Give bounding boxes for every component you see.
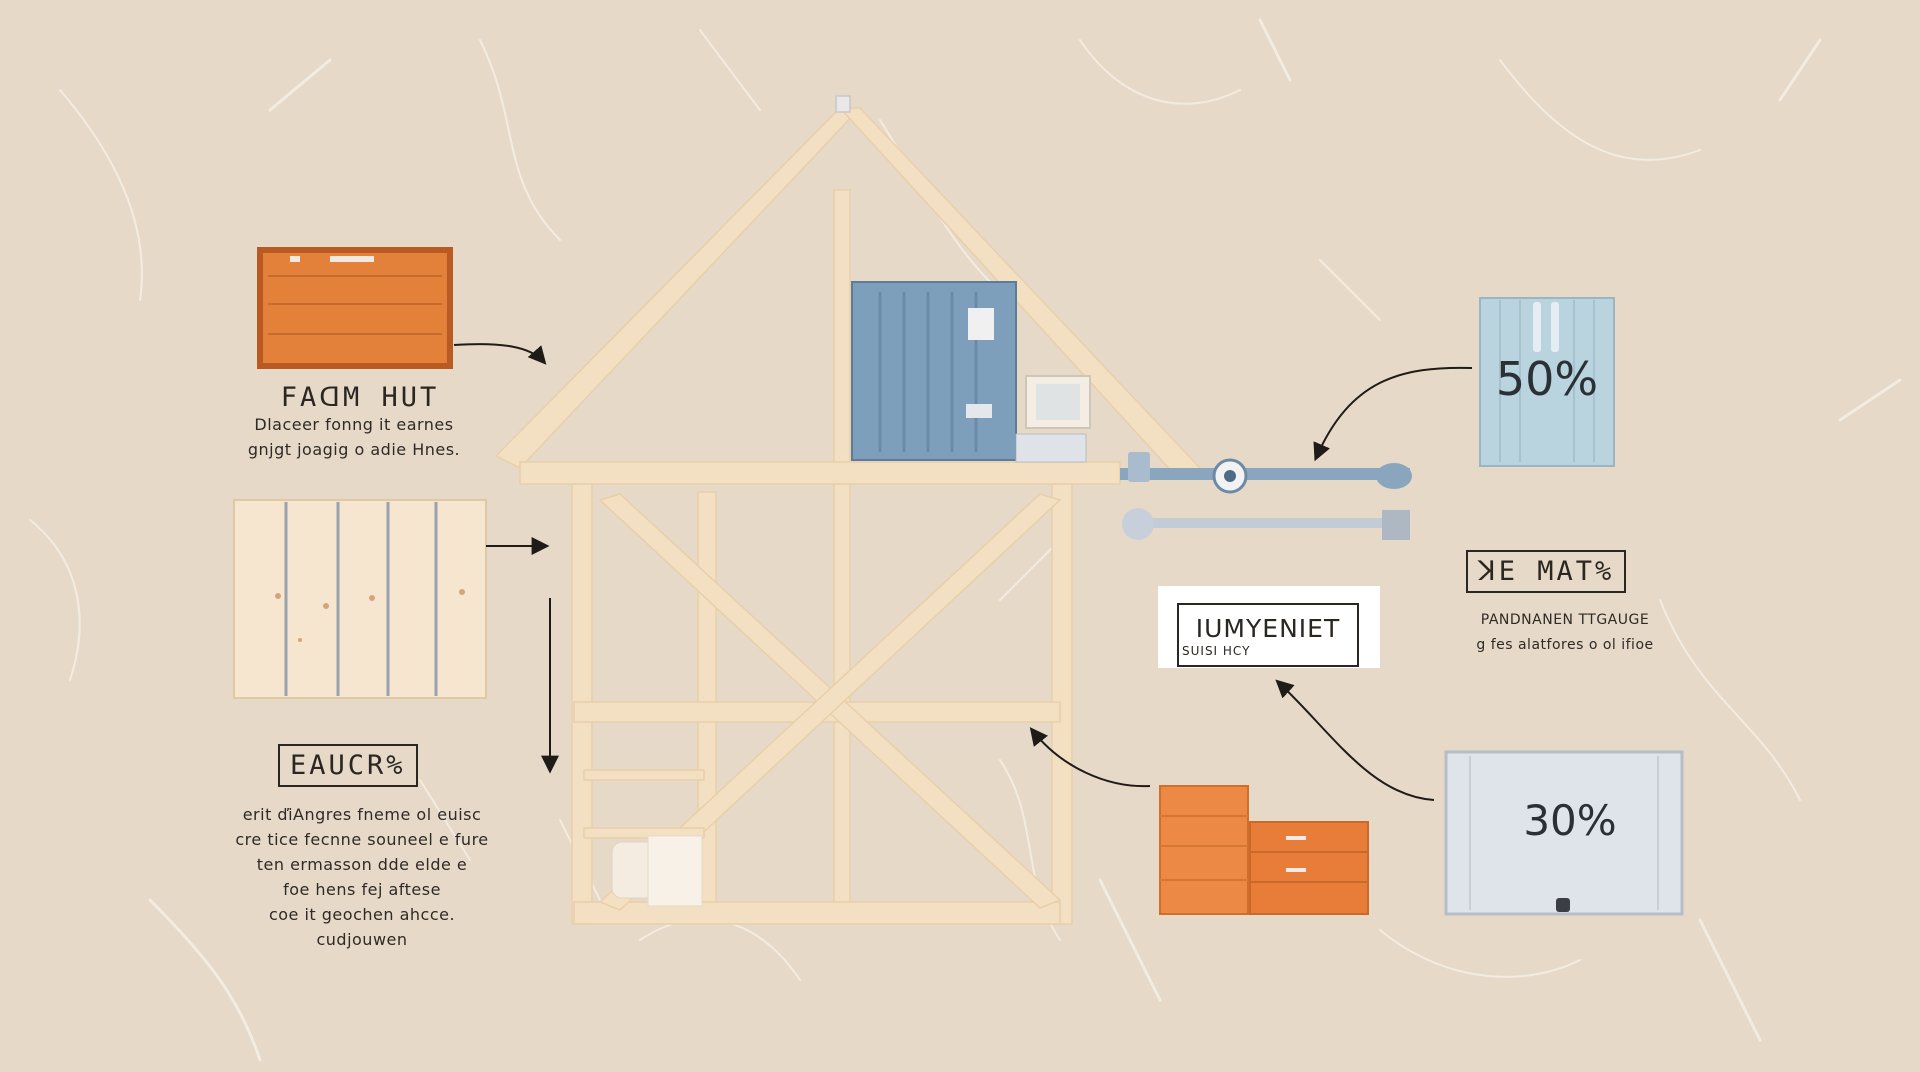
- window-icon: [1025, 375, 1091, 429]
- right-text-line-1: PANDNANEN TTGAUGE: [1480, 612, 1650, 628]
- curved-arrow-icon: [1029, 727, 1151, 788]
- right-text-line-2: g fes alatfores o ol ifioe: [1476, 637, 1654, 653]
- left-text-2-line-4: foe hens fej aftese: [283, 880, 441, 899]
- left-text-2: erit ďiAngres fneme ol euisc cre tice fe…: [224, 802, 500, 952]
- right-text: PANDNANEN TTGAUGE g fes alatfores o ol i…: [1440, 608, 1690, 658]
- left-text-2-line-5: coe it geochen ahcce.: [268, 905, 456, 924]
- center-label-title: IUMYENIET: [1195, 614, 1341, 643]
- left-title-1: FAꓷM HUT: [280, 382, 440, 413]
- percent-bottom-label: 30%: [1523, 796, 1617, 845]
- interior-box: [611, 835, 703, 907]
- connector-arrows: [453, 343, 1473, 801]
- percent-top-label: 50%: [1495, 352, 1599, 406]
- orange-crate-icon: [257, 247, 453, 369]
- wood-panel-icon: [233, 499, 487, 699]
- left-text-2-line-1: erit ďiAngres fneme ol euisc: [242, 805, 482, 824]
- pipe-valve-icon: [1120, 452, 1412, 540]
- wooden-house-frame: [494, 95, 1202, 925]
- orange-crate-stack-icon: [1159, 785, 1369, 915]
- left-text-2-line-6: cudjouwen: [316, 930, 408, 949]
- center-label-card: [1158, 586, 1380, 668]
- curved-arrow-icon: [1313, 366, 1473, 462]
- curved-arrow-icon: [1275, 679, 1435, 801]
- blue-container-icon: [851, 281, 1087, 463]
- left-title-2: EAUCR%: [278, 744, 418, 787]
- left-text-1-line-1: Dlaceer fonng it earnes: [254, 415, 454, 434]
- grey-container-icon: [1444, 750, 1684, 916]
- left-text-2-line-2: cre tice fecnne souneel e fure: [235, 830, 489, 849]
- left-text-1-line-2: gnjgt joagig o adie Hnes.: [247, 440, 461, 459]
- left-text-1: Dlaceer fonng it earnes gnjgt joagig o a…: [224, 412, 484, 462]
- right-title: ꓘE MAT%: [1466, 550, 1627, 593]
- center-label-subtitle: SUISI HCY: [1182, 644, 1251, 658]
- light-blue-container-icon: [1479, 297, 1615, 467]
- curved-arrow-icon: [453, 343, 547, 365]
- left-text-2-line-3: ten ermasson dde elde e: [256, 855, 468, 874]
